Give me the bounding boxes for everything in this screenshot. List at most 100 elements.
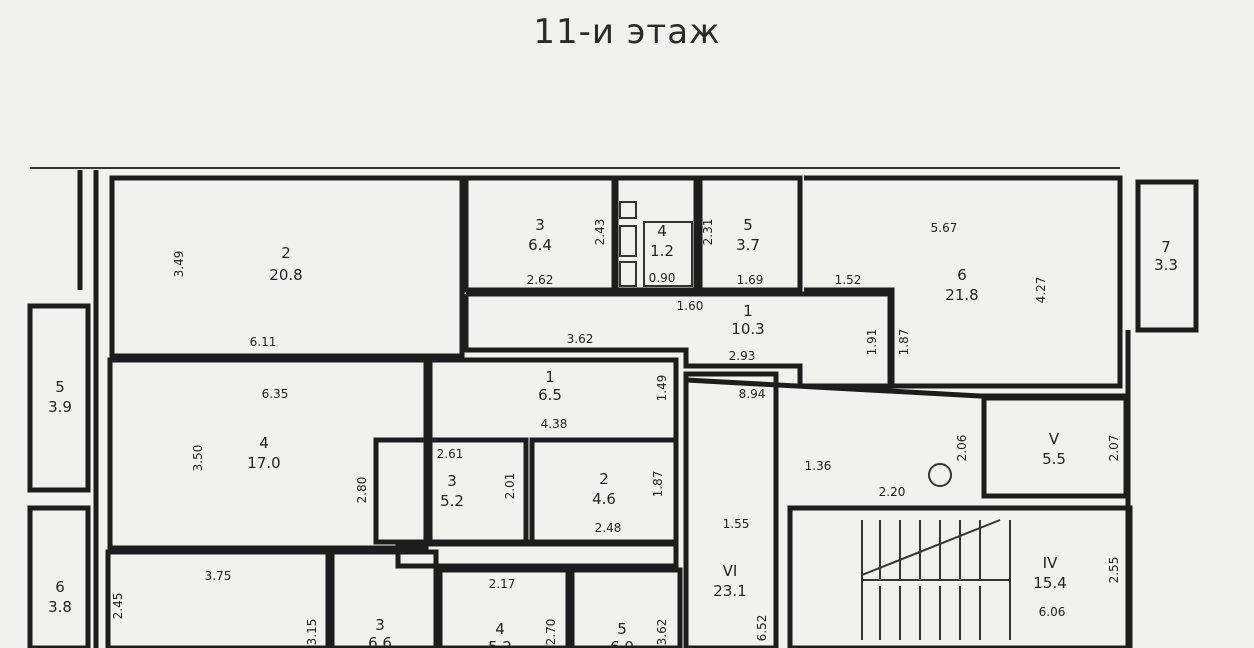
svg-text:5.2: 5.2 — [488, 638, 512, 648]
dim-label: 2.93 — [729, 349, 756, 363]
dim-label: 6.35 — [262, 387, 289, 401]
dim-label: 3.50 — [191, 445, 205, 472]
room-1-mid: 1 6.5 — [538, 368, 562, 404]
svg-text:IV: IV — [1043, 554, 1058, 572]
room-5-left-balcony: 5 3.9 — [48, 378, 72, 416]
room-3-top: 3 6.4 — [528, 216, 552, 254]
dim-label: 6.11 — [250, 335, 277, 349]
svg-text:20.8: 20.8 — [269, 266, 302, 284]
dim-label: 2.55 — [1107, 557, 1121, 584]
dimension-labels: 3.49 2.43 2.31 5.67 4.27 6.11 2.62 0.90 … — [111, 219, 1121, 646]
svg-text:5.5: 5.5 — [1042, 450, 1066, 468]
dim-label: 6.52 — [755, 615, 769, 642]
svg-text:4: 4 — [495, 620, 505, 638]
room-4-bottom: 4 5.2 — [488, 620, 512, 648]
room-6-top: 6 21.8 — [945, 266, 978, 304]
dim-label: 6.06 — [1039, 605, 1066, 619]
svg-text:23.1: 23.1 — [713, 582, 746, 600]
dim-label: 5.67 — [931, 221, 958, 235]
room-2-top: 2 20.8 — [269, 244, 302, 284]
room-3-mid: 3 5.2 — [440, 472, 464, 510]
dim-label: 3.62 — [655, 619, 669, 646]
svg-text:6.4: 6.4 — [528, 236, 552, 254]
dim-label: 1.52 — [835, 273, 862, 287]
svg-text:2: 2 — [281, 244, 291, 262]
dim-label: 2.20 — [879, 485, 906, 499]
room-3-bottom: 3 6.6 — [368, 616, 392, 648]
dim-label: 2.06 — [955, 435, 969, 462]
svg-text:VI: VI — [723, 562, 738, 580]
room-1-hall: 1 10.3 — [731, 302, 764, 338]
svg-text:5: 5 — [617, 620, 627, 638]
dim-label: 1.55 — [723, 517, 750, 531]
dim-label: 1.91 — [865, 329, 879, 356]
room-2-mid: 2 4.6 — [592, 470, 616, 508]
dim-label: 3.49 — [172, 251, 186, 278]
dim-label: 2.07 — [1107, 435, 1121, 462]
svg-text:4: 4 — [657, 222, 667, 240]
room-VI: VI 23.1 — [713, 562, 746, 600]
dim-label: 1.49 — [655, 375, 669, 402]
svg-text:21.8: 21.8 — [945, 286, 978, 304]
dim-label: 8.94 — [739, 387, 766, 401]
dim-label: 2.43 — [593, 219, 607, 246]
walls — [27, 167, 1199, 648]
svg-text:17.0: 17.0 — [247, 454, 280, 472]
dim-label: 1.60 — [677, 299, 704, 313]
floor-title: 11-и этаж — [533, 12, 721, 52]
svg-text:6: 6 — [957, 266, 967, 284]
dim-label: 2.70 — [544, 619, 558, 646]
svg-text:3.7: 3.7 — [736, 236, 760, 254]
svg-text:6.0: 6.0 — [610, 638, 634, 648]
dim-label: 1.36 — [805, 459, 832, 473]
dim-label: 4.38 — [541, 417, 568, 431]
svg-text:3.3: 3.3 — [1154, 256, 1178, 274]
room-6-left-balcony: 6 3.8 — [48, 578, 72, 616]
svg-text:6.6: 6.6 — [368, 634, 392, 648]
room-4-top: 4 1.2 — [650, 222, 674, 260]
dim-label: 2.01 — [503, 473, 517, 500]
staircase — [861, 519, 1011, 640]
room-5-bottom: 5 6.0 — [610, 620, 634, 648]
svg-text:1.2: 1.2 — [650, 242, 674, 260]
svg-text:V: V — [1049, 430, 1060, 448]
svg-text:10.3: 10.3 — [731, 320, 764, 338]
svg-text:3: 3 — [447, 472, 457, 490]
svg-text:5.2: 5.2 — [440, 492, 464, 510]
dim-label: 3.15 — [305, 619, 319, 646]
svg-text:5: 5 — [55, 378, 65, 396]
svg-text:3: 3 — [375, 616, 385, 634]
room-V: V 5.5 — [1042, 430, 1066, 468]
dim-label: 2.45 — [111, 593, 125, 620]
dim-label: 1.87 — [897, 329, 911, 356]
dim-label: 1.69 — [737, 273, 764, 287]
svg-text:1: 1 — [743, 302, 753, 320]
svg-text:4: 4 — [259, 434, 269, 452]
svg-text:6.5: 6.5 — [538, 386, 562, 404]
dim-label: 0.90 — [649, 271, 676, 285]
dim-label: 2.48 — [595, 521, 622, 535]
svg-text:4.6: 4.6 — [592, 490, 616, 508]
dim-label: 3.75 — [205, 569, 232, 583]
svg-text:15.4: 15.4 — [1033, 574, 1066, 592]
dim-label: 2.31 — [701, 219, 715, 246]
svg-text:3.8: 3.8 — [48, 598, 72, 616]
room-IV: IV 15.4 — [1033, 554, 1066, 592]
dim-label: 2.80 — [355, 477, 369, 504]
room-7-balcony: 7 3.3 — [1154, 238, 1178, 274]
svg-text:2: 2 — [599, 470, 609, 488]
dim-label: 3.62 — [567, 332, 594, 346]
svg-text:3.9: 3.9 — [48, 398, 72, 416]
svg-text:6: 6 — [55, 578, 65, 596]
svg-text:3: 3 — [535, 216, 545, 234]
svg-text:5: 5 — [743, 216, 753, 234]
dim-label: 2.62 — [527, 273, 554, 287]
dim-label: 2.17 — [489, 577, 516, 591]
dim-label: 1.87 — [651, 471, 665, 498]
dim-label: 2.61 — [437, 447, 464, 461]
room-4-mid: 4 17.0 — [247, 434, 280, 472]
dim-label: 4.27 — [1034, 277, 1048, 304]
svg-text:7: 7 — [1161, 238, 1171, 256]
svg-text:1: 1 — [545, 368, 555, 386]
